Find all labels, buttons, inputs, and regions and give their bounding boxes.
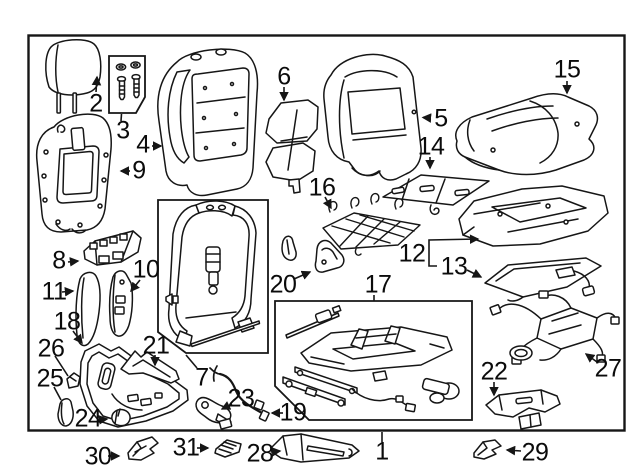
leader-29 [505, 445, 522, 456]
part-26-clip [66, 372, 81, 389]
part-24-knob [111, 408, 131, 427]
leader-7 [185, 354, 198, 369]
part-7-seat-back-frame [165, 200, 261, 348]
callout-30: 30 [84, 442, 112, 471]
part-19-release-cable [209, 365, 270, 422]
leader-16 [322, 196, 332, 210]
callout-14: 14 [417, 132, 445, 161]
part-27-wiring-harness [489, 290, 620, 365]
callout-4: 4 [136, 130, 150, 159]
callout-6: 6 [277, 62, 291, 91]
part-22-cushion-bracket [485, 389, 561, 430]
leader-12 [428, 234, 480, 267]
callout-15: 15 [553, 55, 581, 84]
part-8-adjuster-switch-module [83, 230, 142, 266]
callout-1: 1 [375, 437, 389, 466]
callout-27: 27 [594, 354, 622, 383]
part-11-recliner-trim [75, 271, 101, 347]
leader-27 [584, 353, 598, 363]
callout-24: 24 [74, 404, 102, 433]
part-6-lumbar-support [265, 99, 319, 194]
callout-12: 12 [398, 239, 426, 268]
callout-26: 26 [37, 334, 65, 363]
callout-7: 7 [195, 363, 209, 392]
callout-23: 23 [227, 384, 255, 413]
part-31-bracket [214, 439, 242, 458]
inset-box-3 [108, 55, 146, 114]
callout-20: 20 [269, 270, 297, 299]
callout-11: 11 [41, 277, 67, 306]
callout-5: 5 [434, 104, 448, 133]
part-10-adjuster-trim [108, 270, 134, 337]
leader-25 [53, 386, 62, 401]
part-20-recliner-brackets [281, 235, 345, 273]
leader-5 [421, 113, 432, 123]
callout-22: 22 [480, 357, 508, 386]
part-18-seat-side-panel [79, 343, 189, 428]
callout-3: 3 [116, 116, 130, 145]
part-14-seat-heater-pad [382, 174, 490, 216]
callout-25: 25 [36, 364, 64, 393]
part-23-recliner-latch [195, 396, 233, 430]
part-4-seat-back-pad [157, 48, 259, 197]
leader-8 [67, 257, 80, 267]
callout-13: 13 [440, 252, 468, 281]
callout-17: 17 [364, 270, 392, 299]
part-13-cushion-shield [484, 257, 602, 302]
leader-2 [91, 75, 102, 93]
callout-2: 2 [89, 89, 103, 118]
leader-26 [54, 355, 69, 377]
part-21-side-trim-strip [120, 350, 180, 384]
callout-9: 9 [132, 156, 146, 185]
leader-18 [72, 330, 83, 345]
part-15-seat-cushion [455, 93, 599, 176]
part-12-seat-cushion-pad [458, 185, 609, 247]
callout-21: 21 [142, 331, 170, 360]
part-2-headrest [45, 39, 102, 114]
leader-10 [130, 279, 141, 293]
leader-20 [293, 270, 312, 280]
leader-24 [97, 415, 109, 425]
part-5-seat-back-cover [323, 53, 422, 181]
leader-23 [220, 401, 233, 410]
callout-31: 31 [172, 433, 200, 462]
callout-28: 28 [246, 439, 274, 468]
callout-19: 19 [279, 398, 307, 427]
leader-11 [61, 286, 75, 297]
callout-8: 8 [52, 246, 66, 275]
leader-3 [120, 113, 123, 122]
callout-18: 18 [53, 307, 81, 336]
callout-16: 16 [308, 173, 336, 202]
leader-13 [466, 269, 483, 278]
part-25-handle [57, 398, 74, 427]
part-3-headrest-bolt-kit [115, 61, 141, 101]
leader-28 [270, 447, 282, 457]
callout-leader-lines [53, 75, 598, 461]
part-30-bracket [127, 436, 159, 461]
part-17-seat-adjuster-assembly [282, 305, 460, 413]
callout-10: 10 [132, 255, 160, 284]
part-29-clip [473, 439, 502, 460]
part-9-seat-back-panel [35, 113, 112, 234]
part-28-track-cover [271, 433, 360, 463]
callout-29: 29 [521, 438, 549, 467]
